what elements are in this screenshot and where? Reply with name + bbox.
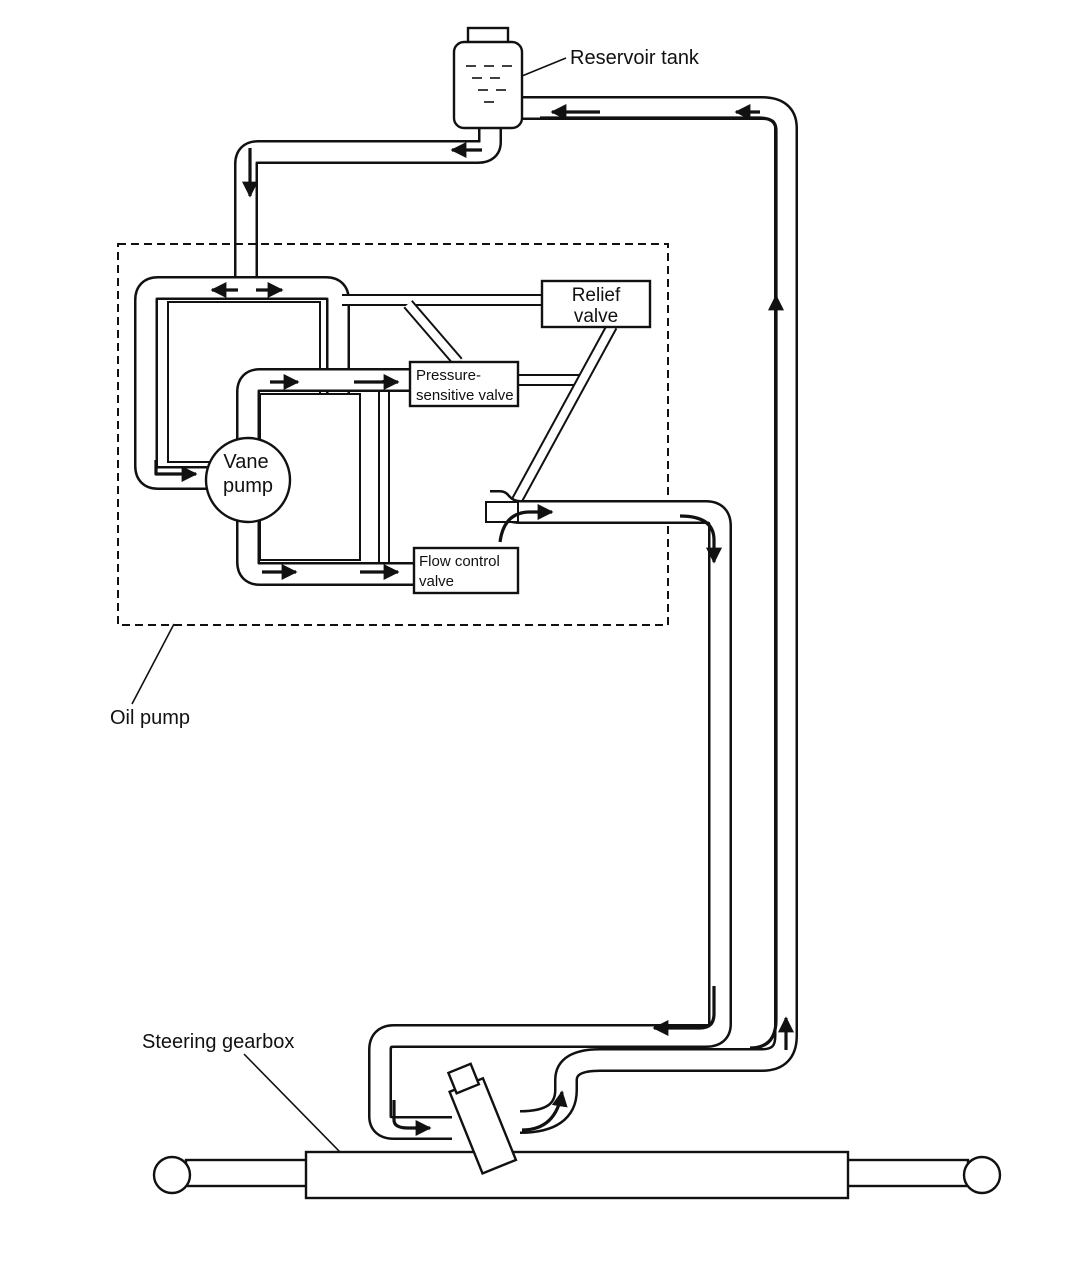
pressure-sensitive-valve-label-2: sensitive valve <box>416 387 514 404</box>
flow-control-valve-label-1: Flow control <box>419 553 500 570</box>
oil-pump-label: Oil pump <box>110 707 190 729</box>
relief-valve-label-2: valve <box>574 306 618 327</box>
oil-pump-leader <box>131 623 175 705</box>
pressure-pipe-pump-to-gearbox <box>368 490 732 1140</box>
reservoir-tank <box>452 26 567 130</box>
vane-pump-label-2: pump <box>223 475 273 497</box>
relief-valve: Relief valve <box>540 279 652 329</box>
steering-gearbox <box>152 1062 1002 1200</box>
pressure-sensitive-valve: Pressure- sensitive valve <box>408 360 520 408</box>
pressure-sensitive-valve-label-1: Pressure- <box>416 367 481 384</box>
return-flow-arrow <box>540 116 778 1050</box>
return-pipe-gearbox-to-reservoir <box>519 96 798 1134</box>
reservoir-tank-label: Reservoir tank <box>570 47 700 69</box>
flow-control-valve-label-2: valve <box>419 573 454 590</box>
vane-pump-label-1: Vane <box>223 451 268 473</box>
steering-gearbox-label: Steering gearbox <box>142 1031 294 1053</box>
flow-control-valve: Flow control valve <box>412 546 520 595</box>
pump-inner-circuit <box>134 276 618 586</box>
oil-pump-boundary <box>117 243 669 626</box>
steering-gearbox-leader <box>243 1053 341 1153</box>
relief-valve-label-1: Relief <box>572 285 621 306</box>
return-flow-arrow <box>521 1090 568 1132</box>
supply-pipe-reservoir-to-pump <box>234 126 502 282</box>
vane-pump: Vane pump <box>204 436 292 524</box>
